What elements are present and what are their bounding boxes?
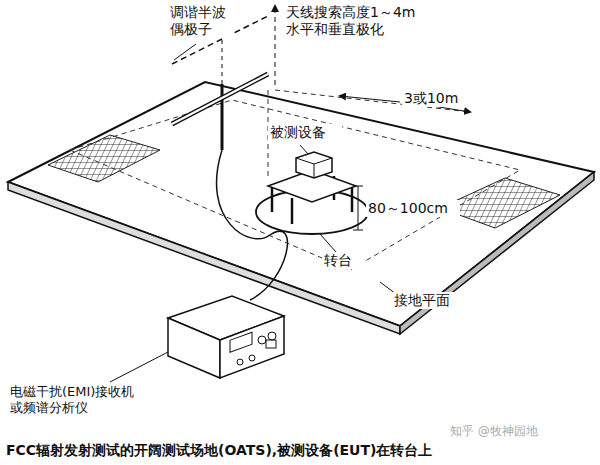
mast-raised xyxy=(222,38,223,84)
height-dimension xyxy=(358,186,359,230)
cable xyxy=(217,150,288,300)
caption: FCC辐射发射测试的开阔测试场地(OATS),被测设备(EUT)在转台上 xyxy=(4,442,434,459)
watermark: 知乎 @牧神园地 xyxy=(448,424,600,438)
leader-line xyxy=(174,44,196,60)
ground-plane-label: 接地平面 xyxy=(392,292,466,309)
eut-box xyxy=(296,152,332,178)
receiver-side xyxy=(220,316,284,378)
dipole-antenna-highlight xyxy=(172,74,268,124)
turntable-label: 转台 xyxy=(322,252,366,269)
height-label: 天线搜索高度1～4m 水平和垂直极化 xyxy=(284,4,420,38)
site-outline xyxy=(70,100,520,270)
height-dimension-label: 80～100cm xyxy=(366,200,460,217)
receiver-label: 电磁干扰(EMI)接收机 或频谱分析仪 xyxy=(8,384,144,415)
receiver-front xyxy=(168,318,220,378)
dipole-antenna xyxy=(172,74,268,124)
antenna-mast xyxy=(221,84,224,150)
receiver-controls xyxy=(230,332,276,365)
mesh-patch xyxy=(48,135,160,182)
leader-line xyxy=(300,145,308,154)
dimension-arrow xyxy=(340,96,400,102)
leader-line xyxy=(320,234,336,252)
eut-label: 被测设备 xyxy=(268,124,342,141)
distance-label: 3或10m xyxy=(402,90,476,107)
leader-line xyxy=(110,352,168,382)
antenna-label: 调谐半波 偶极子 xyxy=(168,4,234,38)
height-arrow xyxy=(275,6,276,85)
ground-plane-side xyxy=(400,172,594,334)
